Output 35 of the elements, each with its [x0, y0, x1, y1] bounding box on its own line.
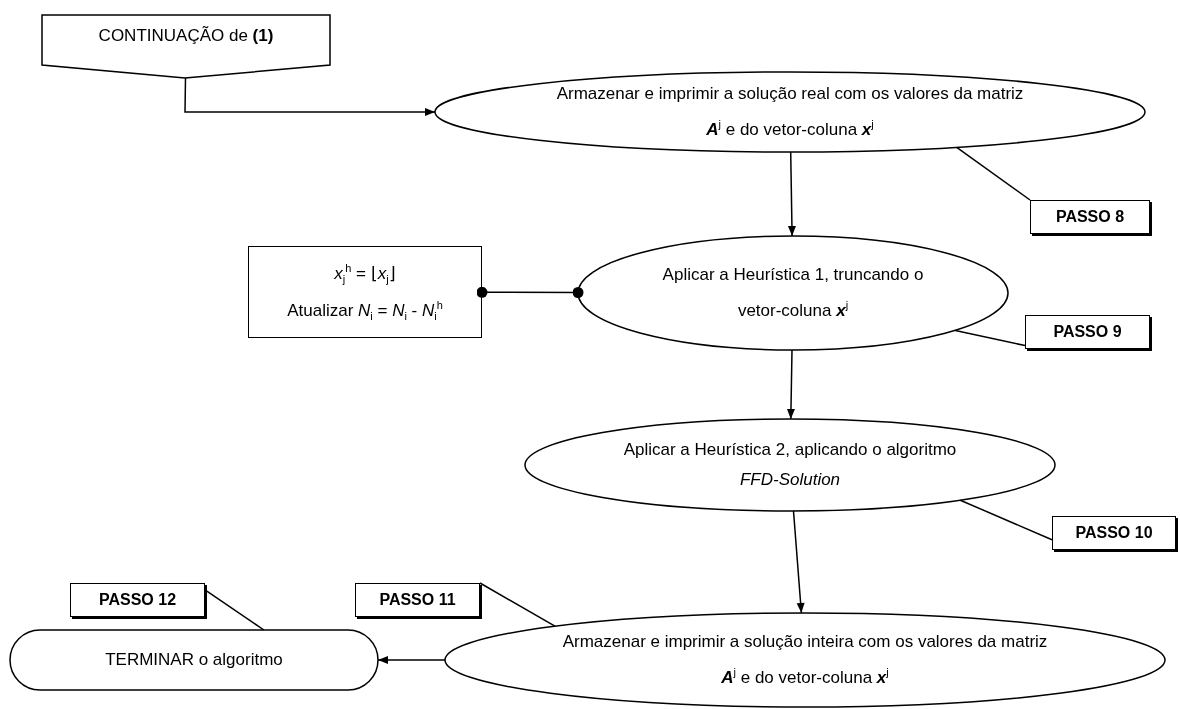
- step-label: PASSO 12: [98, 590, 177, 610]
- terminator-shape: [10, 630, 378, 690]
- node-text: Aplicar a Heurística 2, aplicando o algoritmo FFD-Solution: [622, 439, 958, 491]
- leader-line: [955, 146, 1031, 201]
- node-text: Armazenar e imprimir a solução real com os valores da matriz A$^{j}$ e do vetor-coluna x$^{j}$: [555, 83, 1025, 141]
- step-label: PASSO 10: [1075, 523, 1153, 543]
- arrow: [786, 349, 795, 420]
- node-text: TERMINAR o algoritmo: [105, 649, 283, 671]
- node-text: Armazenar e imprimir a solução inteira com os valores da matriz A$^{j}$ e do vetor-coluna x$^{j}$: [561, 631, 1049, 689]
- step-label: PASSO 8: [1055, 207, 1125, 227]
- connector-line: [476, 286, 584, 298]
- leader-line: [959, 499, 1053, 541]
- node-text: x$_{j}$$^{h}$ = ⌊x$_{j}$⌋: [334, 260, 396, 287]
- step-label-box: [1025, 315, 1150, 349]
- arrow: [792, 510, 805, 614]
- step-label-box: [70, 583, 205, 617]
- step-label-box: [1030, 200, 1150, 234]
- formula-box: [248, 246, 482, 338]
- leader-line: [954, 329, 1026, 347]
- step-label-box: [1052, 516, 1176, 550]
- step-label: PASSO 9: [1053, 322, 1122, 342]
- process-ellipse: [525, 419, 1055, 511]
- node-text: Aplicar a Heurística 1, truncando o vetor-coluna x$^{j}$: [661, 264, 925, 322]
- process-ellipse: [445, 613, 1165, 707]
- arrow: [377, 656, 446, 664]
- process-ellipse: [578, 236, 1008, 350]
- arrow: [184, 77, 436, 116]
- process-ellipse: [435, 72, 1145, 152]
- node-text: CONTINUAÇÃO de (1): [98, 25, 274, 47]
- leader-line: [204, 589, 265, 631]
- step-label: PASSO 11: [379, 590, 456, 610]
- step-label-box: [355, 583, 480, 617]
- arrow: [787, 151, 796, 237]
- off-page-connector: [42, 15, 330, 78]
- leader-line: [479, 582, 556, 627]
